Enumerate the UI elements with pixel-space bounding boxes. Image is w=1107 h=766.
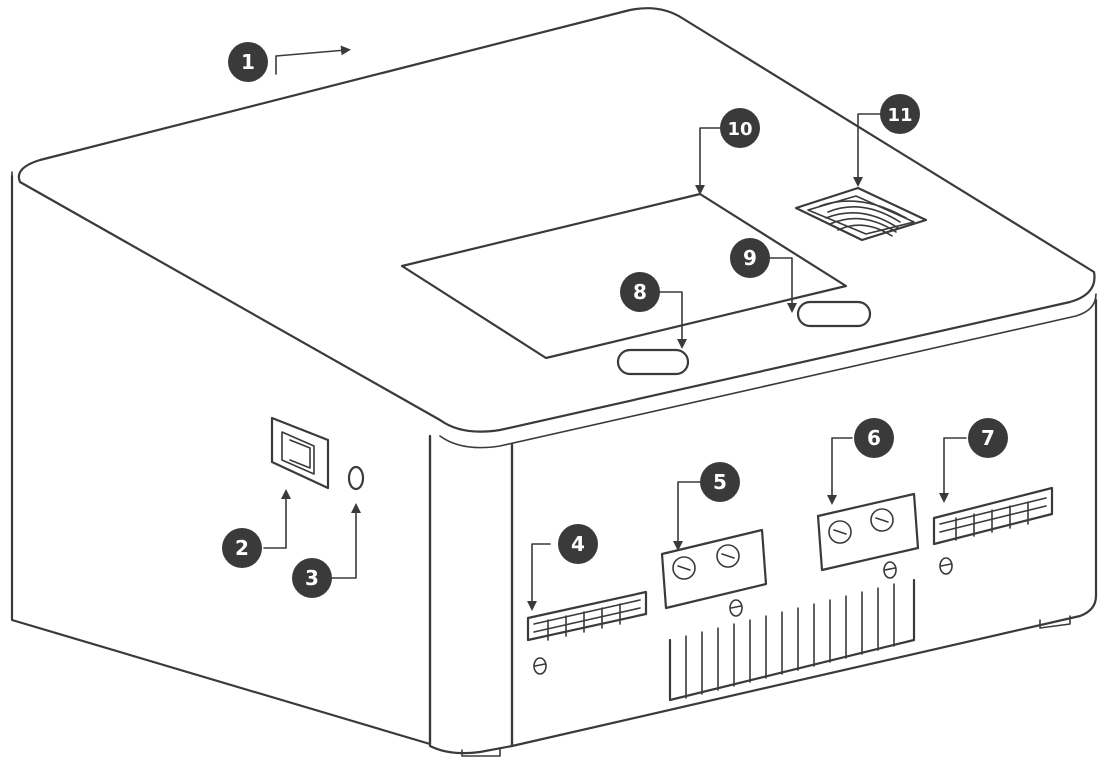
callout-4: 4 [558, 524, 598, 564]
button-left[interactable] [616, 348, 690, 376]
callout-10: 10 [720, 108, 760, 148]
balance-port-left [526, 590, 648, 675]
callout-7-label: 7 [981, 426, 995, 450]
callout-11-label: 11 [887, 105, 912, 126]
callout-3-label: 3 [305, 566, 319, 590]
output-port-right [816, 492, 920, 579]
reset-hole [347, 465, 365, 491]
callout-1-label: 1 [241, 50, 255, 74]
callout-2: 2 [222, 528, 262, 568]
front-face [510, 298, 1098, 748]
balance-port-right [932, 486, 1054, 575]
wheel-ridges [819, 200, 907, 237]
callout-2-label: 2 [235, 536, 249, 560]
front-corner-edge [428, 434, 514, 755]
device-body [10, 7, 1098, 757]
output-port-left [660, 528, 768, 617]
callout-9: 9 [730, 238, 770, 278]
top-lid-outline [17, 7, 1096, 433]
callout-9-label: 9 [743, 246, 757, 270]
foot-left [461, 747, 501, 757]
callout-5-label: 5 [713, 470, 727, 494]
callout-1: 1 [228, 42, 268, 82]
callout-6-label: 6 [867, 426, 881, 450]
button-right[interactable] [796, 300, 872, 328]
scroll-wheel[interactable] [794, 186, 928, 242]
callout-10-label: 10 [727, 119, 752, 140]
callout-3: 3 [292, 558, 332, 598]
top-lid-rim [11, 171, 1097, 449]
callout-5: 5 [700, 462, 740, 502]
callout-6: 6 [854, 418, 894, 458]
callout-8: 8 [620, 272, 660, 312]
vent-grille [668, 578, 916, 702]
callout-11: 11 [880, 94, 920, 134]
callout-4-label: 4 [571, 532, 585, 556]
display-screen [400, 192, 848, 360]
foot-right [1039, 615, 1071, 629]
leader-lines [263, 45, 967, 611]
callout-8-label: 8 [633, 280, 647, 304]
callout-7: 7 [968, 418, 1008, 458]
left-side-face [10, 174, 432, 746]
usb-port [270, 416, 330, 490]
